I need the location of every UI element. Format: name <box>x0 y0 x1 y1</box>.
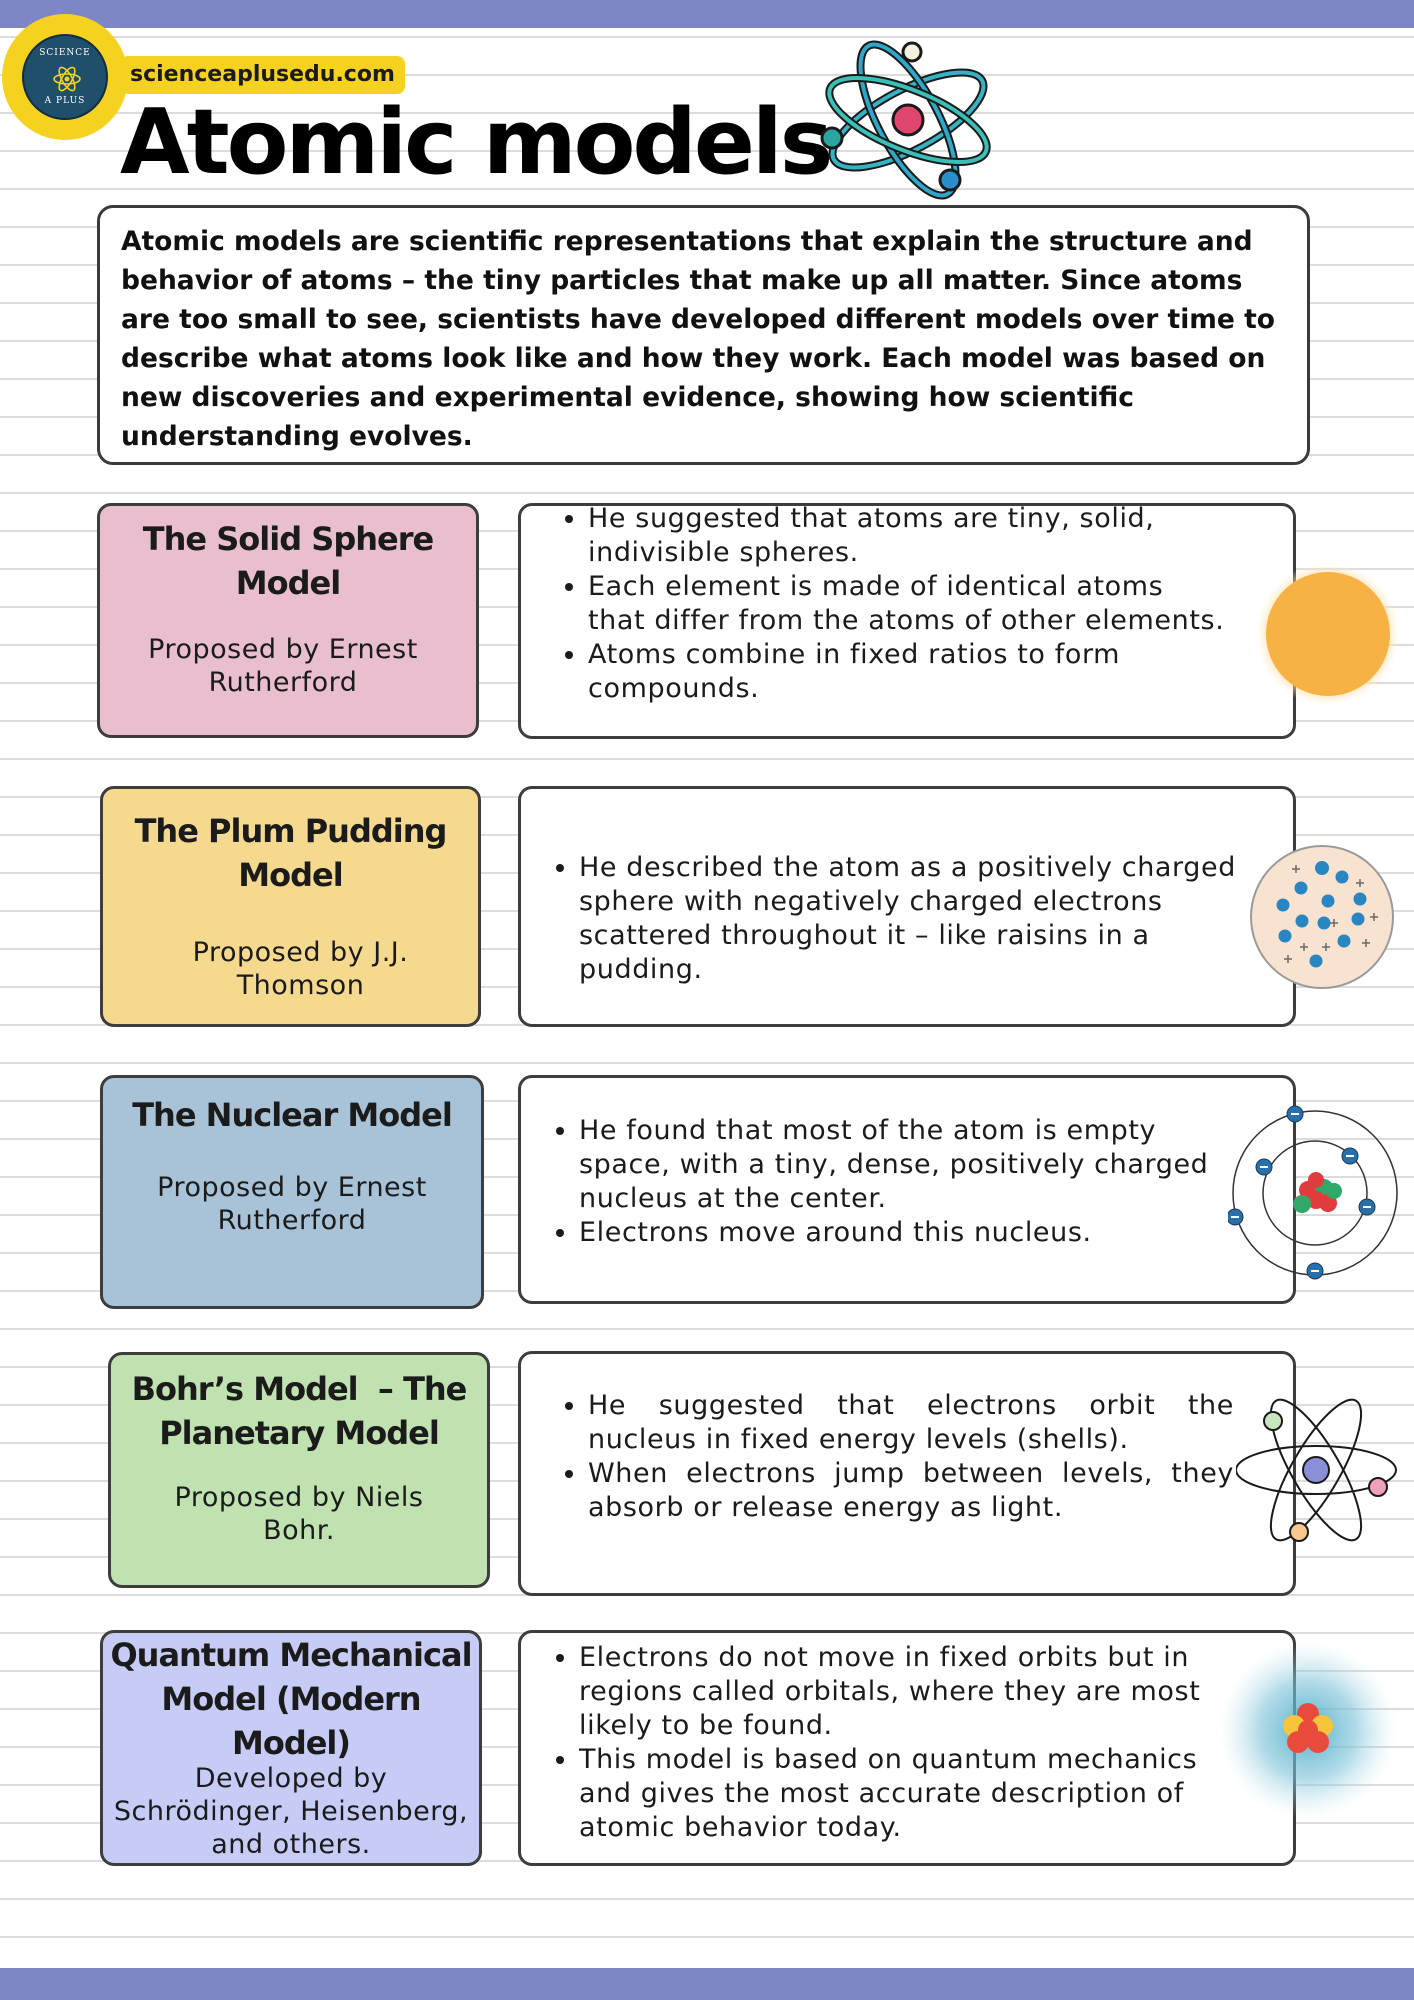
model-proposer: Proposed by Niels Bohr. <box>174 1482 424 1546</box>
list-item: This model is based on quantum mechanics… <box>579 1743 1239 1845</box>
electron-cloud-icon <box>1220 1642 1396 1818</box>
model-description-solid-sphere: He suggested that atoms are tiny, solid,… <box>518 503 1296 739</box>
science-a-plus-logo[interactable]: SCIENCE A PLUS <box>2 14 128 140</box>
list-item: Electrons do not move in fixed orbits bu… <box>579 1641 1239 1743</box>
model-proposer: Proposed by Ernest Rutherford <box>148 634 418 698</box>
planetary-atom-icon <box>1236 1398 1397 1542</box>
page-title: Atomic models <box>120 90 833 195</box>
plum-pudding-icon <box>1250 845 1394 989</box>
model-title-line: Bohr’s Model – The <box>131 1370 468 1408</box>
model-proposer: Developed by Schrödinger, Heisenberg, an… <box>113 1763 469 1860</box>
model-title: The Nuclear Model <box>132 1096 453 1134</box>
list-item: He found that most of the atom is empty … <box>579 1114 1239 1216</box>
website-link[interactable]: scienceaplusedu.com <box>120 56 405 94</box>
intro-paragraph: Atomic models are scientific representat… <box>97 205 1310 465</box>
model-proposer: Proposed by J.J. Thomson <box>192 937 409 1001</box>
list-item: Atoms combine in fixed ratios to form co… <box>588 638 1228 706</box>
model-card-solid-sphere: The Solid Sphere Model Proposed by Ernes… <box>97 503 479 738</box>
model-description-quantum: Electrons do not move in fixed orbits bu… <box>518 1630 1296 1866</box>
top-band <box>0 0 1414 28</box>
model-title-line: Planetary Model <box>159 1414 440 1452</box>
logo-bottom-text: A PLUS <box>44 96 86 106</box>
list-item: He described the atom as a positively ch… <box>579 851 1239 987</box>
model-proposer: Proposed by Ernest Rutherford <box>157 1172 427 1236</box>
solid-sphere-icon <box>1256 567 1400 706</box>
model-description-bohr: He suggested that electrons orbit the nu… <box>518 1351 1296 1596</box>
list-item: He suggested that atoms are tiny, solid,… <box>588 502 1228 570</box>
list-item: Each element is made of identical atoms … <box>588 570 1228 638</box>
nuclear-atom-icon <box>1228 1105 1398 1280</box>
logo-top-text: SCIENCE <box>39 48 91 58</box>
model-title: The Plum Pudding Model <box>134 812 448 894</box>
model-title: Quantum Mechanical Model (Modern Model) <box>110 1636 472 1762</box>
model-title: The Solid Sphere Model <box>142 520 434 602</box>
list-item: He suggested that electrons orbit the nu… <box>588 1389 1234 1457</box>
bottom-band <box>0 1968 1414 2000</box>
atom-icon <box>53 66 81 92</box>
model-title: Bohr’s Model – The Planetary Model <box>121 1367 477 1455</box>
model-card-bohr: Bohr’s Model – The Planetary Model Propo… <box>108 1352 490 1588</box>
model-card-quantum: Quantum Mechanical Model (Modern Model) … <box>100 1630 482 1866</box>
list-item: Electrons move around this nucleus. <box>579 1216 1239 1250</box>
model-card-nuclear: The Nuclear Model Proposed by Ernest Rut… <box>100 1075 484 1309</box>
atom-hero-icon <box>820 40 991 200</box>
model-description-nuclear: He found that most of the atom is empty … <box>518 1075 1296 1304</box>
model-description-plum-pudding: He described the atom as a positively ch… <box>518 786 1296 1027</box>
model-card-plum-pudding: The Plum Pudding Model Proposed by J.J. … <box>100 786 481 1027</box>
list-item: When electrons jump between levels, they… <box>588 1457 1234 1525</box>
